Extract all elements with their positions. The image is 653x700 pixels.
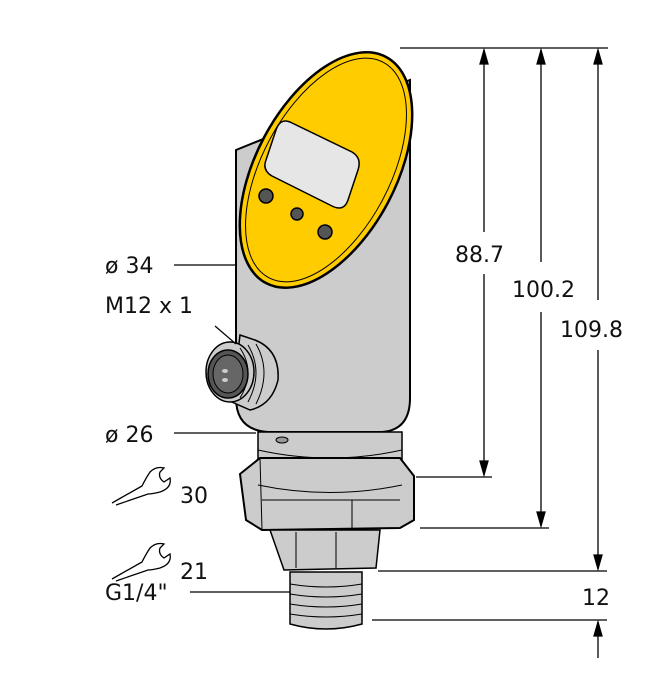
- m12-connector: [205, 333, 279, 411]
- wrench-icon: [111, 466, 171, 506]
- button-left: [258, 188, 274, 204]
- display-head: [238, 51, 414, 289]
- thread-label: G1/4": [105, 581, 168, 606]
- dimension-100-2: 100.2: [512, 278, 575, 303]
- leader-lines: [174, 264, 290, 593]
- hex-nut-30: [238, 457, 415, 532]
- hex-21: [268, 529, 381, 571]
- button-right: [317, 224, 333, 240]
- wrench-icon: [111, 542, 171, 582]
- wrench-21-label: 21: [180, 560, 208, 585]
- thread-g14: [289, 571, 363, 630]
- dimension-lines: [372, 47, 608, 658]
- display-window: [264, 120, 360, 209]
- button-middle: [290, 207, 304, 221]
- dimension-12: 12: [582, 586, 610, 611]
- diameter-34-label: ø 34: [105, 254, 153, 279]
- dimension-88-7: 88.7: [455, 243, 504, 268]
- dimension-109-8: 109.8: [560, 318, 623, 343]
- m12-connector-label: M12 x 1: [105, 294, 193, 319]
- wrench-30-label: 30: [180, 484, 208, 509]
- diameter-26-label: ø 26: [105, 423, 153, 448]
